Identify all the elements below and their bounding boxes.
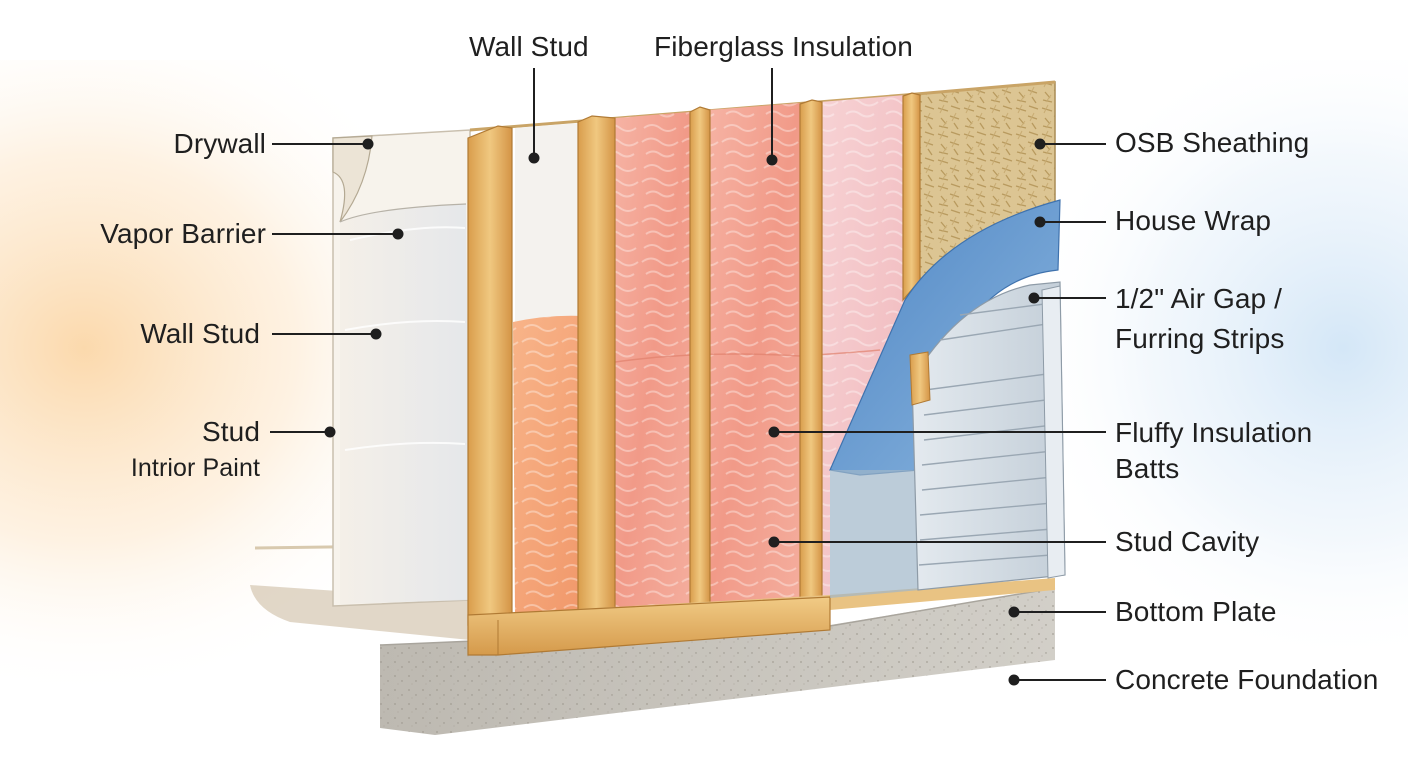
stud-2	[577, 115, 616, 616]
cut-furring-stud	[909, 351, 931, 406]
wall-studs	[467, 92, 921, 626]
stud-3	[689, 106, 711, 611]
label-top-wall-stud: Wall Stud	[469, 31, 589, 62]
label-drywall: Drywall	[173, 128, 266, 159]
label-bottom-plate: Bottom Plate	[1115, 596, 1277, 627]
label-air-gap-line2: Furring Strips	[1115, 323, 1285, 354]
label-vapor-barrier: Vapor Barrier	[100, 218, 266, 249]
label-house-wrap: House Wrap	[1115, 205, 1272, 236]
vapor-barrier-sheet	[339, 203, 470, 604]
label-stud-cavity: Stud Cavity	[1115, 526, 1260, 557]
label-top-fiberglass-insulation: Fiberglass Insulation	[654, 31, 913, 62]
label-stud: Stud	[202, 416, 260, 447]
label-fluffy-insulation-line1: Fluffy Insulation	[1115, 417, 1313, 448]
stud-4	[799, 99, 823, 606]
label-intrior-paint: Intrior Paint	[130, 454, 260, 482]
leader-lines	[270, 68, 1106, 686]
open-cavity-back	[515, 123, 580, 322]
insulation-batts	[513, 95, 905, 618]
label-air-gap-line1: 1/2" Air Gap /	[1115, 283, 1282, 314]
label-osb-sheathing: OSB Sheathing	[1115, 127, 1310, 158]
stud-5	[902, 92, 921, 302]
label-left-wall-stud: Wall Stud	[140, 318, 260, 349]
label-fluffy-insulation-line2: Batts	[1115, 453, 1180, 484]
exterior-siding	[909, 281, 1066, 591]
stud-1	[467, 125, 513, 626]
label-concrete-foundation: Concrete Foundation	[1115, 664, 1379, 695]
